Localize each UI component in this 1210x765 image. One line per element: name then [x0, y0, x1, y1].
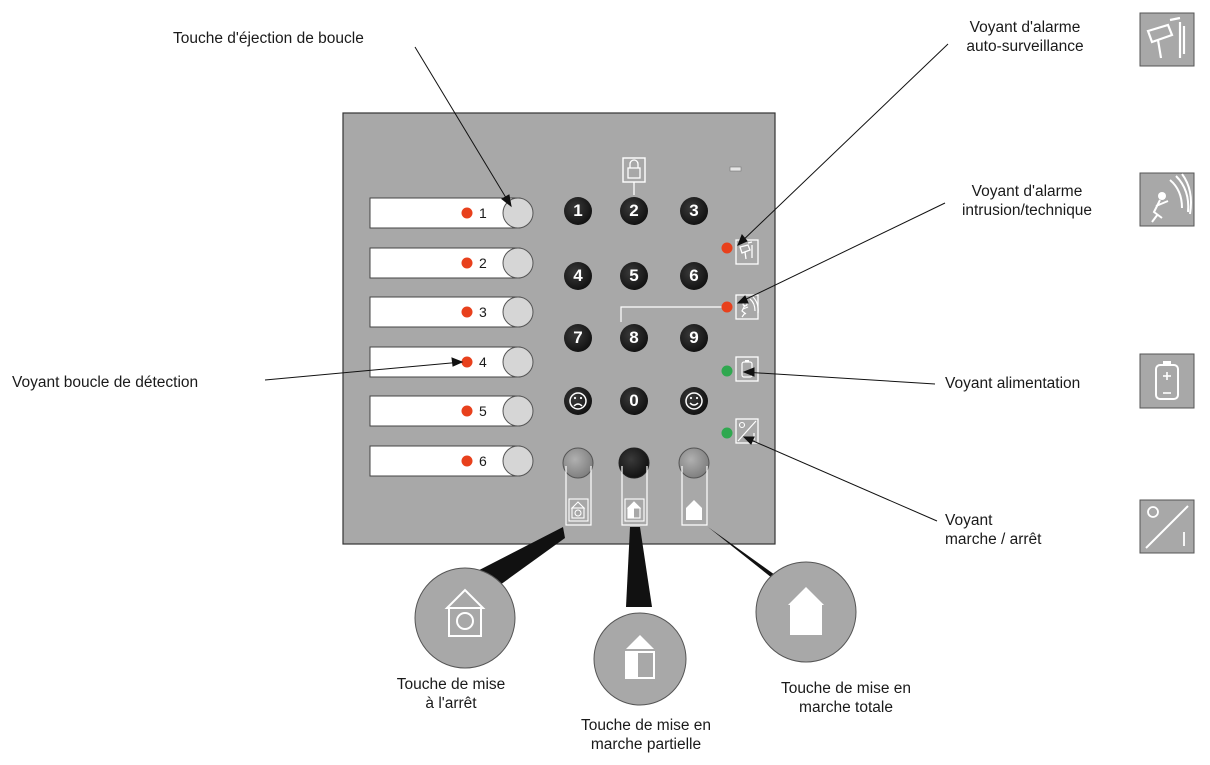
loop-eject-button-5[interactable] [502, 395, 534, 427]
loop-eject-button-6[interactable] [502, 445, 534, 477]
key-8[interactable] [620, 324, 648, 352]
key-1-label: 1 [573, 201, 583, 220]
disarm-button[interactable] [562, 447, 594, 479]
key-0-label: 0 [629, 391, 639, 410]
full-arm-small-icon [686, 500, 702, 520]
power-led-label: Voyant alimentation [945, 375, 1081, 392]
loop-strips [369, 197, 534, 477]
power-legend-icon [1139, 353, 1195, 409]
leader-lines [264, 43, 949, 522]
key-6-label: 6 [689, 266, 699, 285]
loop-led-1 [461, 207, 473, 219]
loop-number-4: 4 [479, 354, 487, 370]
arm-buttons [562, 447, 710, 526]
key-2[interactable] [620, 197, 648, 225]
disarm-small-icon [568, 498, 589, 522]
key-9-label: 9 [689, 328, 699, 347]
loop-number-2: 2 [479, 255, 487, 271]
sad-face-icon [569, 392, 587, 410]
tamper-legend-icon [1139, 12, 1195, 67]
loop-strip-2 [369, 247, 534, 279]
key-1[interactable] [564, 197, 592, 225]
partial-arm-small-icon [624, 498, 645, 522]
sad-face-key[interactable] [564, 387, 592, 415]
on-off-legend-icon [1139, 499, 1195, 554]
full-arm-zoom [755, 561, 857, 663]
legend-icons [1139, 12, 1195, 554]
loop-eject-button-4[interactable] [502, 346, 534, 378]
power-led [721, 365, 733, 377]
loop-strip-1 [369, 197, 534, 229]
key-4-label: 4 [573, 266, 583, 285]
disarm-key-label: Touche de mise à l'arrêt [396, 676, 506, 712]
key-4[interactable] [564, 262, 592, 290]
loop-led-4 [461, 356, 473, 368]
loop-strip-5 [369, 395, 534, 427]
full-arm-button[interactable] [678, 447, 710, 479]
loop-strip-6 [369, 445, 534, 477]
loop-led-3 [461, 306, 473, 318]
happy-face-icon [685, 392, 703, 410]
key-5[interactable] [620, 262, 648, 290]
key8-connector [620, 306, 724, 322]
tamper-alarm-led-label: Voyant d'alarme auto-surveillance [966, 19, 1084, 55]
tamper-alarm-led [721, 242, 733, 254]
key-8-label: 8 [629, 328, 639, 347]
loop-strip-3 [369, 296, 534, 328]
key-7-label: 7 [573, 328, 583, 347]
loop-led-5 [461, 405, 473, 417]
on-off-led-label: Voyant marche / arrêt [945, 512, 1042, 548]
status-slot [729, 166, 742, 172]
intrusion-alarm-led-label: Voyant d'alarme intrusion/technique [961, 183, 1093, 219]
full-arm-key-label: Touche de mise en marche totale [780, 680, 912, 716]
loop-number-6: 6 [479, 453, 487, 469]
key-5-label: 5 [629, 266, 639, 285]
loop-eject-key-label: Touche d'éjection de boucle [173, 30, 364, 47]
partial-arm-key-label: Touche de mise en marche partielle [580, 717, 712, 753]
key-3-label: 3 [689, 201, 699, 220]
loop-eject-button-3[interactable] [502, 296, 534, 328]
loop-eject-button-2[interactable] [502, 247, 534, 279]
loop-number-1: 1 [479, 205, 487, 221]
loop-number-3: 3 [479, 304, 487, 320]
key-3[interactable] [680, 197, 708, 225]
partial-arm-button[interactable] [618, 447, 650, 479]
loop-led-6 [461, 455, 473, 467]
key-6[interactable] [680, 262, 708, 290]
intrusion-legend-icon [1139, 172, 1195, 227]
key-9[interactable] [680, 324, 708, 352]
disarm-zoom [414, 567, 516, 669]
on-off-led [721, 427, 733, 439]
status-leds [721, 239, 759, 444]
padlock-icon [622, 157, 646, 195]
key-0[interactable] [620, 387, 648, 415]
keypad-panel [342, 112, 776, 545]
loop-strip-4 [369, 346, 534, 378]
partial-arm-zoom [593, 612, 687, 706]
detection-loop-led-label: Voyant boucle de détection [12, 374, 199, 391]
intrusion-alarm-led [721, 301, 733, 313]
loop-led-2 [461, 257, 473, 269]
numeric-keypad [564, 197, 708, 415]
key-7[interactable] [564, 324, 592, 352]
happy-face-key[interactable] [680, 387, 708, 415]
loop-number-5: 5 [479, 403, 487, 419]
key-2-label: 2 [629, 201, 639, 220]
